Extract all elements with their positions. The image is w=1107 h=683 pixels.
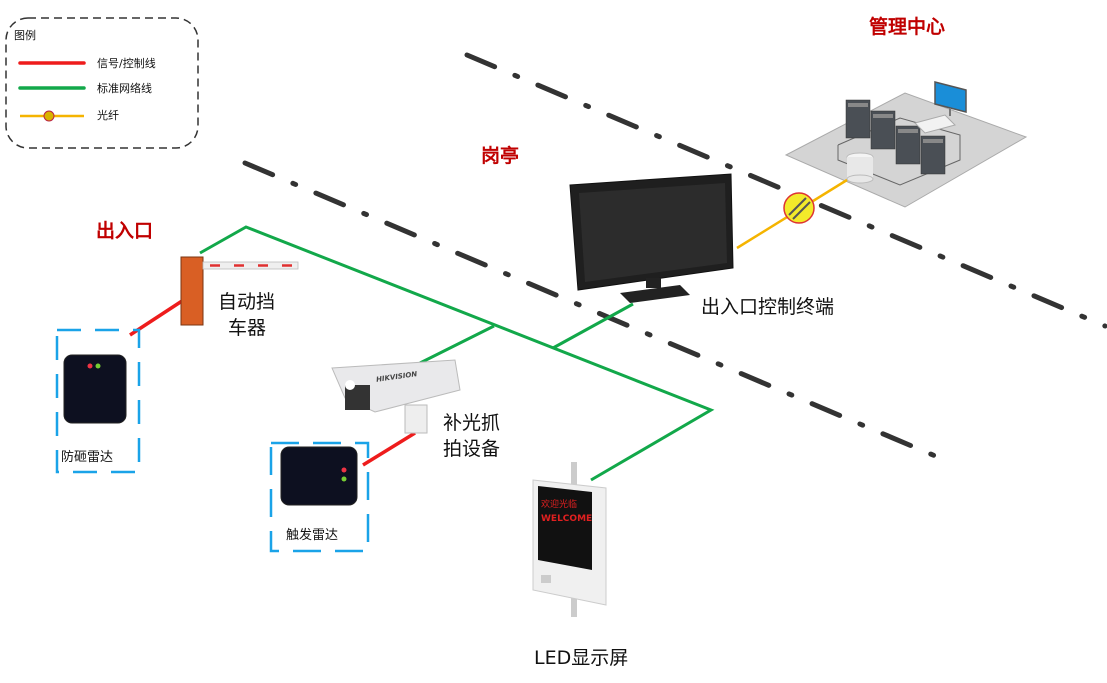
- legend-title: 图例: [14, 29, 36, 42]
- legend-label-signal: 信号/控制线: [97, 57, 156, 70]
- anti-smash-radar-illustration: [55, 328, 141, 474]
- network-link-camera: [419, 324, 495, 365]
- boundary-line-booth: [242, 160, 943, 461]
- anti-smash-radar-label: 防砸雷达: [61, 450, 114, 465]
- legend-label-fiber: 光纤: [97, 109, 119, 122]
- zone-title-booth: 岗亭: [481, 145, 520, 167]
- led-display-illustration: [532, 462, 607, 617]
- management-center-illustration: [784, 81, 1028, 208]
- legend-box: [5, 17, 199, 149]
- led-screen-text-2: WELCOME: [541, 514, 593, 524]
- boundary-line-management: [464, 52, 1107, 329]
- network-lines: [199, 225, 715, 482]
- legend-label-network: 标准网络线: [97, 82, 152, 95]
- trigger-radar-label: 触发雷达: [286, 528, 339, 543]
- camera-label-line2: 拍设备: [443, 438, 501, 460]
- trigger-radar-illustration: [269, 441, 370, 553]
- camera-label: 补光抓 拍设备: [443, 410, 500, 462]
- terminal-monitor-illustration: [569, 173, 734, 303]
- terminal-label: 出入口控制终端: [701, 296, 835, 318]
- network-link-terminal: [552, 302, 634, 350]
- barrier-gate-illustration: [180, 256, 299, 326]
- fiber-converter-icon: [783, 192, 815, 224]
- barrier-label-line2: 车器: [228, 317, 267, 339]
- signal-link-trigger-radar: [362, 431, 416, 467]
- network-link-barrier: [199, 225, 715, 482]
- led-screen-text-1: 欢迎光临: [541, 500, 578, 510]
- camera-label-line1: 补光抓: [443, 412, 501, 434]
- camera-illustration: [331, 359, 461, 434]
- zone-title-management: 管理中心: [869, 16, 946, 38]
- barrier-label: 自动挡 车器: [218, 289, 275, 341]
- led-display-label: LED显示屏: [534, 647, 629, 669]
- legend-fiber-converter-icon: [43, 110, 55, 122]
- barrier-label-line1: 自动挡: [218, 291, 276, 313]
- zone-title-entrance: 出入口: [96, 220, 154, 242]
